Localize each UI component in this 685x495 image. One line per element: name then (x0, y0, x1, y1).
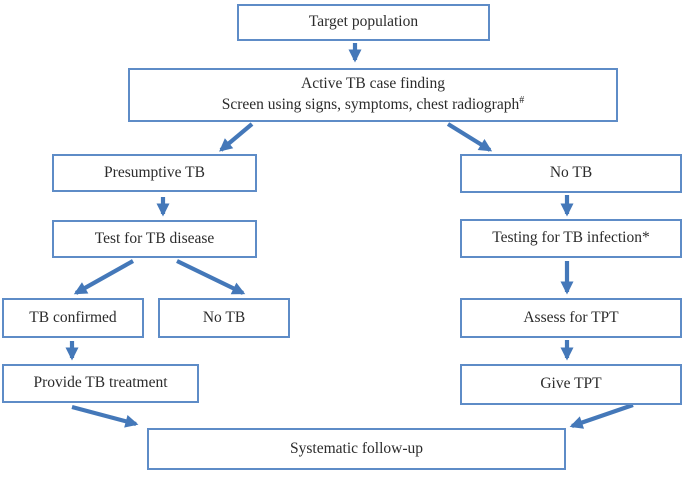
node-tb-confirmed: TB confirmed (2, 298, 144, 338)
node-label: Assess for TPT (523, 308, 619, 326)
node-label: Testing for TB infection* (492, 229, 650, 247)
arrow-screening-to-no-tb (446, 122, 493, 152)
node-label: No TB (549, 164, 593, 182)
node-label: Systematic follow-up (289, 439, 424, 457)
node-testing-for-tb-infection: Testing for TB infection* (460, 219, 682, 258)
arrow-test-to-confirmed (73, 259, 135, 295)
arrow-screening-to-presumptive (219, 122, 254, 152)
node-no-tb-after-test: No TB (158, 298, 290, 338)
node-test-for-tb-disease: Test for TB disease (52, 220, 257, 258)
node-provide-tb-treatment: Provide TB treatment (2, 364, 199, 403)
node-label: Give TPT (540, 375, 602, 393)
node-presumptive-tb: Presumptive TB (52, 154, 257, 192)
node-label: Target population (308, 13, 419, 31)
node-assess-for-tpt: Assess for TPT (460, 298, 682, 338)
arrow-give-tpt-to-followup (569, 403, 634, 429)
arrow-treatment-to-followup (71, 404, 139, 428)
node-label-line1: Active TB case finding (301, 75, 445, 93)
node-label: Presumptive TB (104, 163, 205, 181)
footnote-marker: # (519, 94, 525, 106)
node-label: Test for TB disease (94, 229, 215, 247)
node-target-population: Target population (237, 4, 490, 41)
node-active-tb-case-finding: Active TB case finding Screen using sign… (128, 68, 618, 122)
node-label-line2: Screen using signs, symptoms, chest radi… (221, 94, 525, 113)
node-systematic-follow-up: Systematic follow-up (147, 428, 566, 470)
node-no-tb-after-screen: No TB (460, 154, 682, 193)
node-give-tpt: Give TPT (460, 364, 682, 405)
arrow-test-to-no-tb (176, 259, 246, 295)
node-label: TB confirmed (29, 308, 117, 326)
node-label: No TB (202, 308, 246, 326)
node-label: Provide TB treatment (33, 374, 168, 392)
